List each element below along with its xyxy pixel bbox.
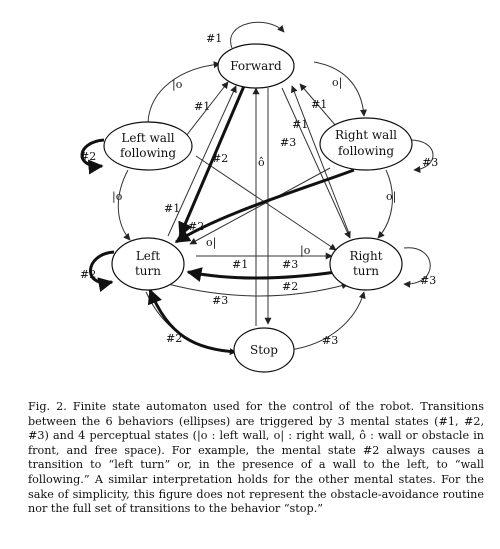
transition-edges [117, 21, 434, 356]
edge-labels: #1 |o o| #1 #1 #1 #3 #2 #2 ô #3 |o o| #1… [80, 32, 438, 347]
edge-stop-to-leftturn-2 [147, 288, 239, 354]
node-stop-label: Stop [250, 343, 278, 357]
state-diagram: Forward Left wall following Right wall f… [80, 21, 438, 373]
figure-caption: Fig. 2. Finite state automaton used for … [28, 400, 484, 516]
label-leftturn-rightturn-bottom-3: #3 [212, 294, 228, 307]
edge-rightturn-to-leftturn-2 [186, 267, 337, 282]
node-right-wall-following: Right wall following [319, 117, 413, 171]
edge-leftwall-self-loop-2 [80, 138, 105, 175]
edge-leftwall-to-leftturn [117, 169, 131, 241]
label-leftturn-rightturn-3: #3 [282, 258, 298, 271]
label-rightwall-loop-3: #3 [422, 156, 438, 169]
node-right-turn-label-1: Right [349, 249, 382, 263]
label-right-turn-1: #1 [292, 118, 308, 131]
label-leftwall-leftturn-perception: |o [112, 190, 123, 204]
edge-rightwall-to-forward-1 [299, 83, 337, 127]
edge-forward-to-rightturn-3 [281, 87, 351, 239]
node-left-turn-label-2: turn [135, 264, 161, 278]
edge-leftturn-self-loop-2 [89, 250, 115, 292]
edge-leftturn-to-rightturn-3 [167, 282, 349, 297]
node-left-turn-label-1: Left [136, 249, 161, 263]
label-forward-leftturn-2: #2 [212, 152, 228, 165]
label-stop-leftturn-2: #2 [166, 332, 182, 345]
label-rightwall-leftturn-perception: |o [300, 244, 311, 258]
label-forward-rightturn-3: #3 [280, 136, 296, 149]
edge-rightturn-to-forward-1 [291, 85, 351, 237]
node-forward: Forward [217, 43, 295, 89]
label-left-wall-perception: |o [172, 78, 183, 92]
label-front-perception: ô [258, 156, 265, 169]
edge-forward-to-rightwall [313, 61, 368, 117]
thick-edges [80, 85, 355, 354]
node-right-turn: Right turn [329, 237, 403, 291]
label-rightwall-forward-1: #1 [311, 98, 327, 111]
node-left-wall-label-2: following [120, 146, 176, 160]
label-right-wall-perception: o| [332, 76, 342, 90]
edge-rightwall-to-leftturn [189, 167, 331, 245]
label-forward-loop-1: #1 [206, 32, 222, 45]
edge-rightwall-to-leftturn-2 [174, 168, 355, 244]
label-leftturn-forward-1: #1 [164, 202, 180, 215]
label-leftturn-loop-2: #2 [80, 268, 96, 281]
edge-stop-to-rightturn [289, 291, 366, 351]
node-right-wall-label-2: following [338, 144, 394, 158]
node-right-wall-label-1: Right wall [335, 128, 397, 142]
edge-leftwall-to-forward [147, 61, 221, 123]
edge-leftturn-to-forward-1 [167, 85, 237, 237]
node-left-wall-following: Left wall following [103, 121, 193, 171]
label-leftwall-rightturn-perception: o| [206, 236, 216, 250]
label-rightturn-loop-3: #3 [420, 274, 436, 287]
label-leftwall-loop-2: #2 [80, 150, 96, 163]
node-forward-label: Forward [230, 59, 282, 73]
edge-rightturn-self-loop [403, 247, 431, 288]
label-leftwall-forward-1: #1 [194, 100, 210, 113]
edge-leftwall-to-forward-1 [185, 81, 229, 137]
edge-rightwall-self-loop [409, 139, 434, 173]
label-stop-rightturn-3: #3 [322, 334, 338, 347]
label-rightturn-leftturn-2: #2 [282, 280, 298, 293]
label-rightwall-leftturn-2: #2 [188, 220, 204, 233]
node-right-turn-label-2: turn [353, 264, 379, 278]
node-left-turn: Left turn [111, 237, 185, 291]
edge-forward-self-loop [230, 21, 285, 49]
edge-rightwall-to-rightturn [377, 169, 393, 239]
edge-forward-to-leftturn-2 [178, 85, 246, 238]
label-stop-forward-1: #1 [232, 258, 248, 271]
label-rightwall-rightturn-perception: o| [386, 190, 396, 204]
node-stop: Stop [233, 327, 295, 373]
node-left-wall-label-1: Left wall [121, 131, 174, 145]
